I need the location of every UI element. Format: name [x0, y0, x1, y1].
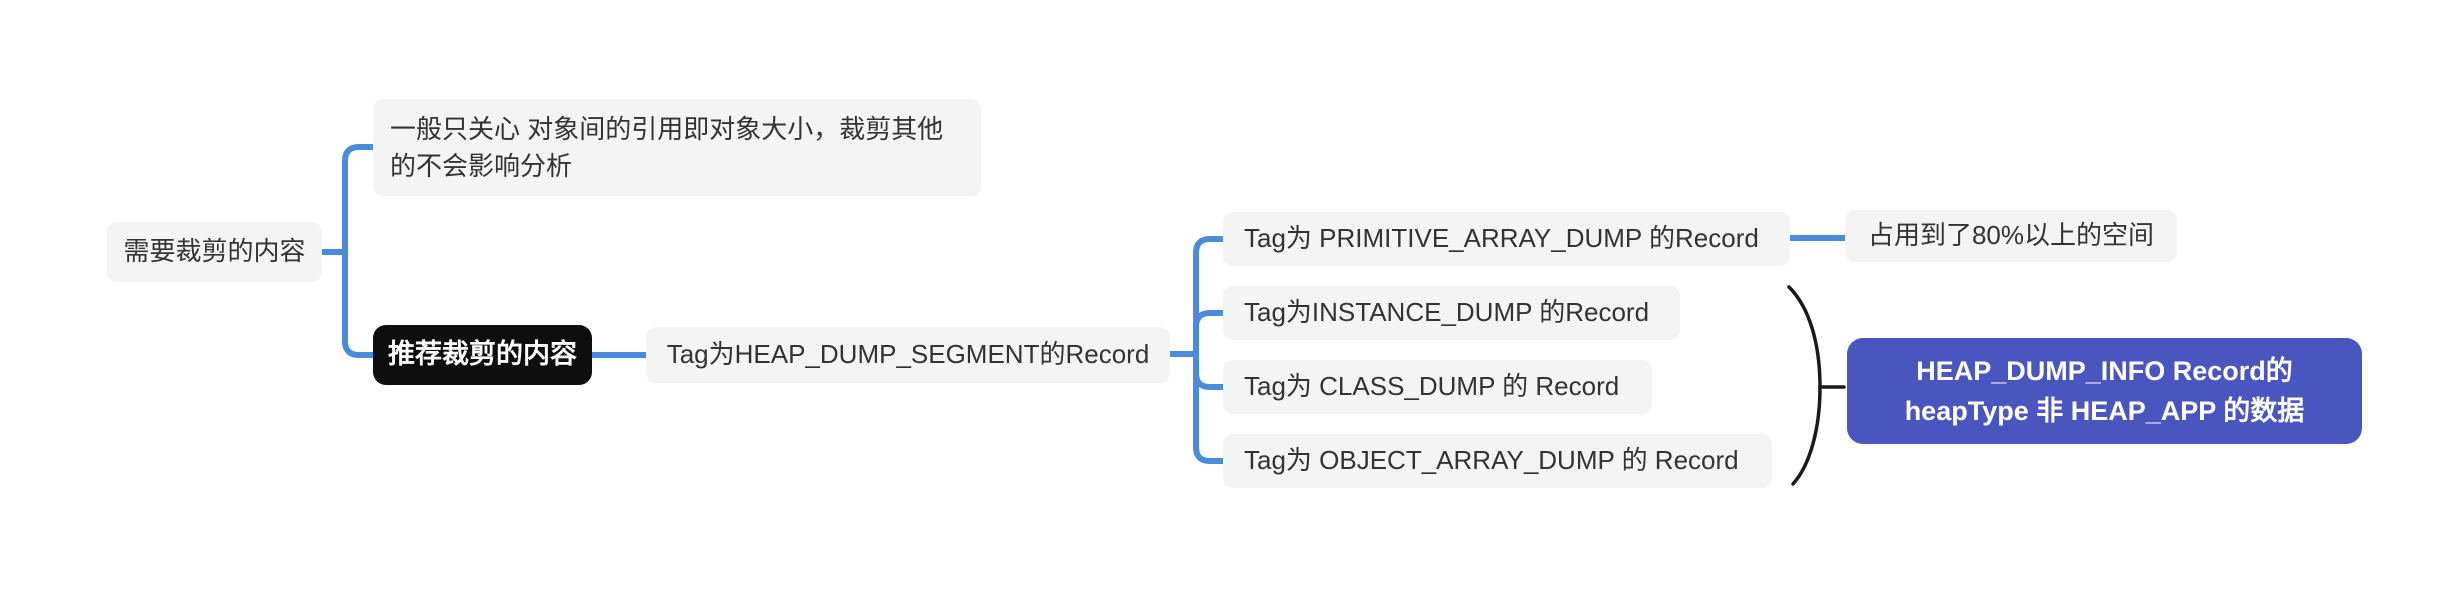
connector-recommend — [342, 249, 376, 358]
node-summary-label-line1: HEAP_DUMP_INFO Record的 — [1916, 356, 2293, 386]
node-segment[interactable]: Tag为HEAP_DUMP_SEGMENT的Record — [646, 327, 1170, 383]
connector-child-instance — [1193, 310, 1226, 357]
node-child-label: Tag为 PRIMITIVE_ARRAY_DUMP 的Record — [1244, 223, 1759, 254]
node-child-object-array-dump[interactable]: Tag为 OBJECT_ARRAY_DUMP 的 Record — [1223, 434, 1772, 488]
node-child-primitive-array-dump[interactable]: Tag为 PRIMITIVE_ARRAY_DUMP 的Record — [1223, 212, 1790, 266]
node-child-label: Tag为INSTANCE_DUMP 的Record — [1244, 297, 1650, 328]
summary-brace — [1787, 285, 1822, 486]
node-leaf-space-usage[interactable]: 占用到了80%以上的空间 — [1845, 210, 2177, 262]
node-note-label: 一般只关心 对象间的引用即对象大小，裁剪其他的不会影响分析 — [390, 114, 944, 181]
connector-note — [342, 144, 376, 255]
node-child-class-dump[interactable]: Tag为 CLASS_DUMP 的 Record — [1223, 360, 1652, 414]
node-segment-label: Tag为HEAP_DUMP_SEGMENT的Record — [666, 339, 1150, 370]
node-child-label: Tag为 CLASS_DUMP 的 Record — [1244, 371, 1620, 402]
node-recommend[interactable]: 推荐裁剪的内容 — [373, 325, 592, 385]
node-summary[interactable]: HEAP_DUMP_INFO Record的 heapType 非 HEAP_A… — [1847, 338, 2362, 444]
node-root-label: 需要裁剪的内容 — [123, 236, 306, 267]
connector-child-primitive — [1193, 236, 1226, 357]
node-summary-label-line2: heapType 非 HEAP_APP 的数据 — [1904, 396, 2305, 426]
connector-child-class — [1193, 351, 1226, 390]
node-recommend-label: 推荐裁剪的内容 — [388, 339, 577, 370]
node-note[interactable]: 一般只关心 对象间的引用即对象大小，裁剪其他的不会影响分析 — [373, 99, 981, 196]
node-root[interactable]: 需要裁剪的内容 — [107, 222, 322, 282]
connector-child-object-array — [1193, 351, 1226, 464]
node-child-instance-dump[interactable]: Tag为INSTANCE_DUMP 的Record — [1223, 286, 1680, 340]
node-child-label: Tag为 OBJECT_ARRAY_DUMP 的 Record — [1244, 445, 1739, 476]
node-leaf-label: 占用到了80%以上的空间 — [1867, 220, 2155, 251]
